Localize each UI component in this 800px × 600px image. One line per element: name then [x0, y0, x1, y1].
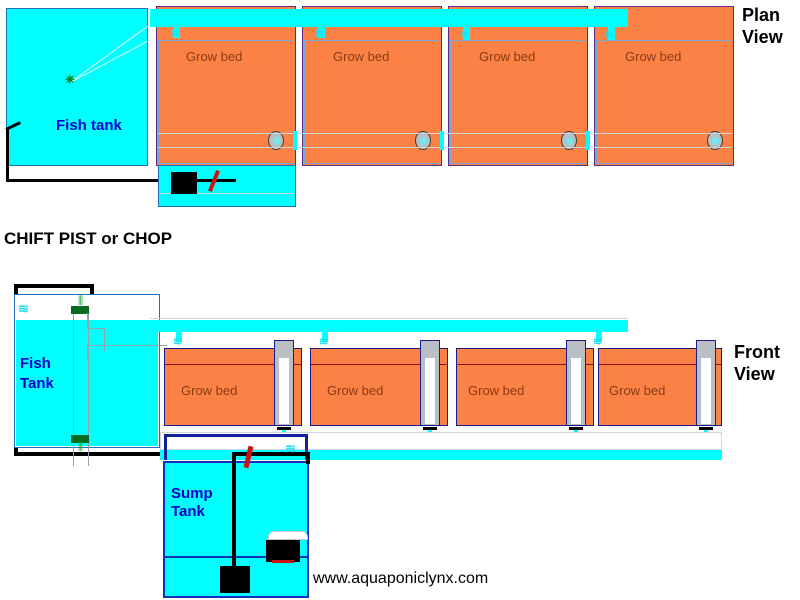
front-bed-3-standpipe-inner [571, 358, 581, 424]
front-bed-4-standpipe-inner [701, 358, 711, 424]
plan-return-pipe-horizontal [6, 179, 210, 182]
front-bed-1-inlet-dropper [176, 332, 182, 342]
plan-sump-divider [160, 193, 294, 194]
slo-bottom-teeth: ⫼ [77, 441, 83, 453]
slo-discharge-elbow-3 [87, 345, 167, 359]
plan-fish-tank-label: Fish tank [56, 117, 122, 134]
plan-bed-4-inlet-dropper [608, 26, 615, 40]
water-inlet-splash-icon: ≋ [319, 336, 329, 348]
front-sump-waterline [165, 556, 307, 558]
front-grow-bed-1-label: Grow bed [181, 383, 238, 398]
front-bed-3-inlet-dropper [596, 332, 602, 342]
front-view-title-line2: View [734, 364, 775, 384]
plan-drain-line-bottom [158, 147, 732, 148]
plan-drain-line-top [158, 133, 732, 134]
plan-return-pipe-vertical [6, 130, 9, 182]
water-inlet-splash-icon: ≋ [460, 29, 470, 41]
front-bed-2-siphon-outlet [423, 427, 437, 430]
slo-discharge-elbow-2 [73, 329, 105, 351]
front-sump-tank-label-line2: Tank [171, 503, 205, 520]
front-bed-4-siphon-outlet [699, 427, 713, 430]
front-grow-bed-3-label: Grow bed [468, 383, 525, 398]
front-bed-1-standpipe-inner [279, 358, 289, 424]
front-sump-feed-header-right [305, 434, 308, 460]
front-view-title-line1: Front [734, 342, 780, 362]
plan-grow-bed-2-label: Grow bed [333, 49, 390, 64]
front-fish-tank-label-line1: Fish [20, 355, 51, 372]
secondary-pump-base [272, 560, 294, 563]
front-pump-riser [232, 456, 236, 568]
front-pump-discharge-elbow [306, 452, 310, 464]
plan-bed-1-inlet-dropper [173, 26, 180, 38]
front-return-pipe-top [14, 284, 94, 288]
front-sump-tank-label-line1: Sump [171, 485, 213, 502]
front-fish-tank-water [16, 320, 158, 446]
bell-siphon-icon [415, 131, 431, 150]
front-bed-1-siphon-outlet [277, 427, 291, 430]
section-heading: CHIFT PIST or CHOP [4, 229, 173, 248]
water-inlet-splash-icon: ≋ [170, 28, 180, 40]
water-inlet-splash-icon: ≋ [173, 336, 183, 348]
water-inlet-splash-icon: ≋ [315, 28, 325, 40]
plan-drain-riser-1 [293, 131, 297, 150]
front-grow-bed-4-waterline [599, 364, 721, 365]
secondary-pump-hose [268, 531, 308, 540]
secondary-pump-icon [266, 540, 300, 562]
water-inlet-splash-icon: ≋ [18, 301, 29, 316]
bell-siphon-icon [707, 131, 723, 150]
slo-top-cap [71, 306, 89, 314]
plan-fish-tank [6, 8, 148, 166]
plan-grow-bed-4-label: Grow bed [625, 49, 682, 64]
plan-supply-manifold-pipe [150, 9, 628, 27]
plan-view-title-line1: Plan [742, 5, 781, 25]
front-grow-bed-2-label: Grow bed [327, 383, 384, 398]
front-grow-bed-1-waterline [165, 364, 301, 365]
front-grow-bed-2-waterline [311, 364, 447, 365]
water-drain-splash-icon: ≋ [285, 441, 296, 456]
plan-view-group: ✷ Fish tank Grow bed Grow bed Grow bed G… [0, 0, 800, 215]
plan-grow-bed-3-label: Grow bed [479, 49, 536, 64]
watermark-url: www.aquaponiclynx.com [313, 570, 489, 587]
plan-grow-bed-1-label: Grow bed [186, 49, 243, 64]
plan-drain-riser-2 [440, 131, 444, 150]
front-supply-pipe [150, 320, 628, 332]
front-fish-tank-label-line2: Tank [20, 375, 54, 392]
front-grow-bed-4-label: Grow bed [609, 383, 666, 398]
plan-bed-2-inlet-dropper [318, 26, 325, 38]
front-sump-feed-header [164, 434, 308, 437]
submersible-pump-icon [220, 566, 250, 593]
water-pump-icon [171, 172, 197, 194]
plan-view-title-line2: View [742, 27, 783, 47]
front-return-pipe-bottom [14, 452, 246, 456]
plan-bed-3-inlet-dropper [463, 26, 470, 40]
slo-top-teeth: ⫼ [77, 295, 83, 307]
front-bed-2-standpipe-inner [425, 358, 435, 424]
slo-bottom-cap [71, 435, 89, 443]
front-grow-bed-3-waterline [457, 364, 593, 365]
water-inlet-splash-icon: ≋ [605, 29, 615, 41]
front-bed-3-siphon-outlet [569, 427, 583, 430]
plan-drain-riser-3 [586, 131, 590, 150]
plan-grow-bed-4 [596, 40, 732, 164]
solids-lifting-outlet-icon [73, 308, 89, 466]
plan-grow-bed-2 [304, 40, 440, 164]
water-inlet-splash-icon: ≋ [593, 336, 603, 348]
front-drain-return-pipe [160, 450, 722, 460]
drain-outlet-icon: ✷ [64, 72, 76, 87]
bell-siphon-icon [561, 131, 577, 150]
front-pump-discharge-run [232, 452, 310, 456]
front-bed-2-inlet-dropper [322, 332, 328, 342]
bell-siphon-icon [268, 131, 284, 150]
front-supply-pipe-top-edge [150, 318, 628, 319]
slo-discharge-elbow-1 [87, 313, 105, 329]
front-sump-feed-header-left [164, 434, 167, 460]
